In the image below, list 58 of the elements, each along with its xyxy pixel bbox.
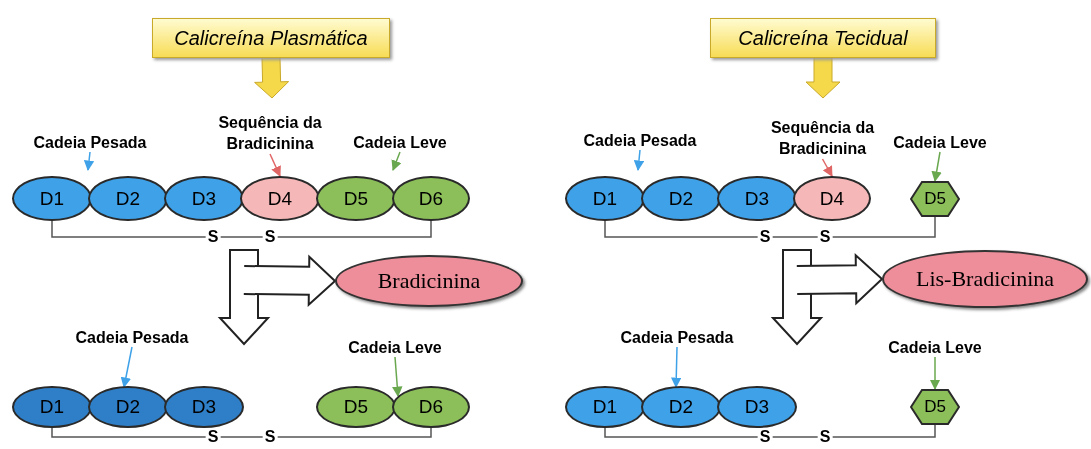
chain-label: Cadeia Pesada (20, 132, 160, 152)
domain-oval: D2 (641, 386, 721, 428)
enzyme-label: Calicreína Tecidual (710, 18, 936, 58)
bond-label: S (757, 229, 773, 245)
domain-oval: D5 (316, 386, 396, 428)
domain-oval: D1 (565, 176, 645, 221)
chain-label: Cadeia Leve (335, 337, 455, 357)
arrow (821, 158, 833, 177)
domain-oval: D2 (88, 176, 168, 221)
domain-oval: D1 (12, 176, 92, 221)
chain-label: Cadeia Leve (340, 132, 460, 152)
chain-label: Cadeia Pesada (570, 130, 710, 150)
block-arrow (805, 57, 841, 99)
arrow (392, 356, 403, 398)
block-arrow (254, 57, 290, 99)
domain-oval: D2 (88, 386, 168, 428)
arrow (929, 356, 941, 391)
domain-oval: D3 (164, 176, 244, 221)
domain-oval: D1 (565, 386, 645, 428)
chain-label: Sequência da Bradicinina (200, 112, 340, 154)
peptide-ellipse: Lis-Bradicinina (882, 250, 1088, 308)
domain-oval: D3 (717, 386, 797, 428)
domain-oval: D1 (12, 386, 92, 428)
domain-oval: D3 (717, 176, 797, 221)
connector-line (604, 216, 936, 238)
chain-label: Cadeia Pesada (62, 327, 202, 347)
bond-label: S (205, 429, 221, 445)
bond-label: S (817, 429, 833, 445)
domain-oval: D4 (793, 176, 871, 221)
domain-oval: D3 (164, 386, 244, 428)
bond-label: S (262, 229, 278, 245)
domain-hexagon: D5 (910, 181, 960, 217)
arrow (391, 151, 402, 171)
arrow (83, 151, 95, 172)
arrow (633, 149, 645, 172)
domain-hexagon: D5 (910, 389, 960, 425)
connector-line (604, 424, 936, 438)
domain-oval: D6 (392, 386, 470, 428)
bond-label: S (757, 429, 773, 445)
domain-oval: D6 (392, 176, 470, 221)
bond-label: S (205, 229, 221, 245)
enzyme-label: Calicreína Plasmática (152, 18, 390, 58)
domain-oval: D5 (316, 176, 396, 221)
block-arrow (242, 254, 337, 307)
chain-label: Cadeia Pesada (607, 327, 747, 347)
domain-oval: D2 (641, 176, 721, 221)
arrow (931, 151, 942, 183)
arrow (120, 346, 133, 389)
arrow (671, 346, 682, 389)
domain-oval: D4 (240, 176, 320, 221)
connector-line (51, 220, 432, 238)
bond-label: S (817, 229, 833, 245)
bond-label: S (262, 429, 278, 445)
chain-label: Cadeia Leve (875, 337, 995, 357)
block-arrow (795, 253, 884, 306)
arrow (269, 153, 281, 177)
connector-line (51, 427, 432, 438)
peptide-ellipse: Bradicinina (335, 255, 523, 307)
